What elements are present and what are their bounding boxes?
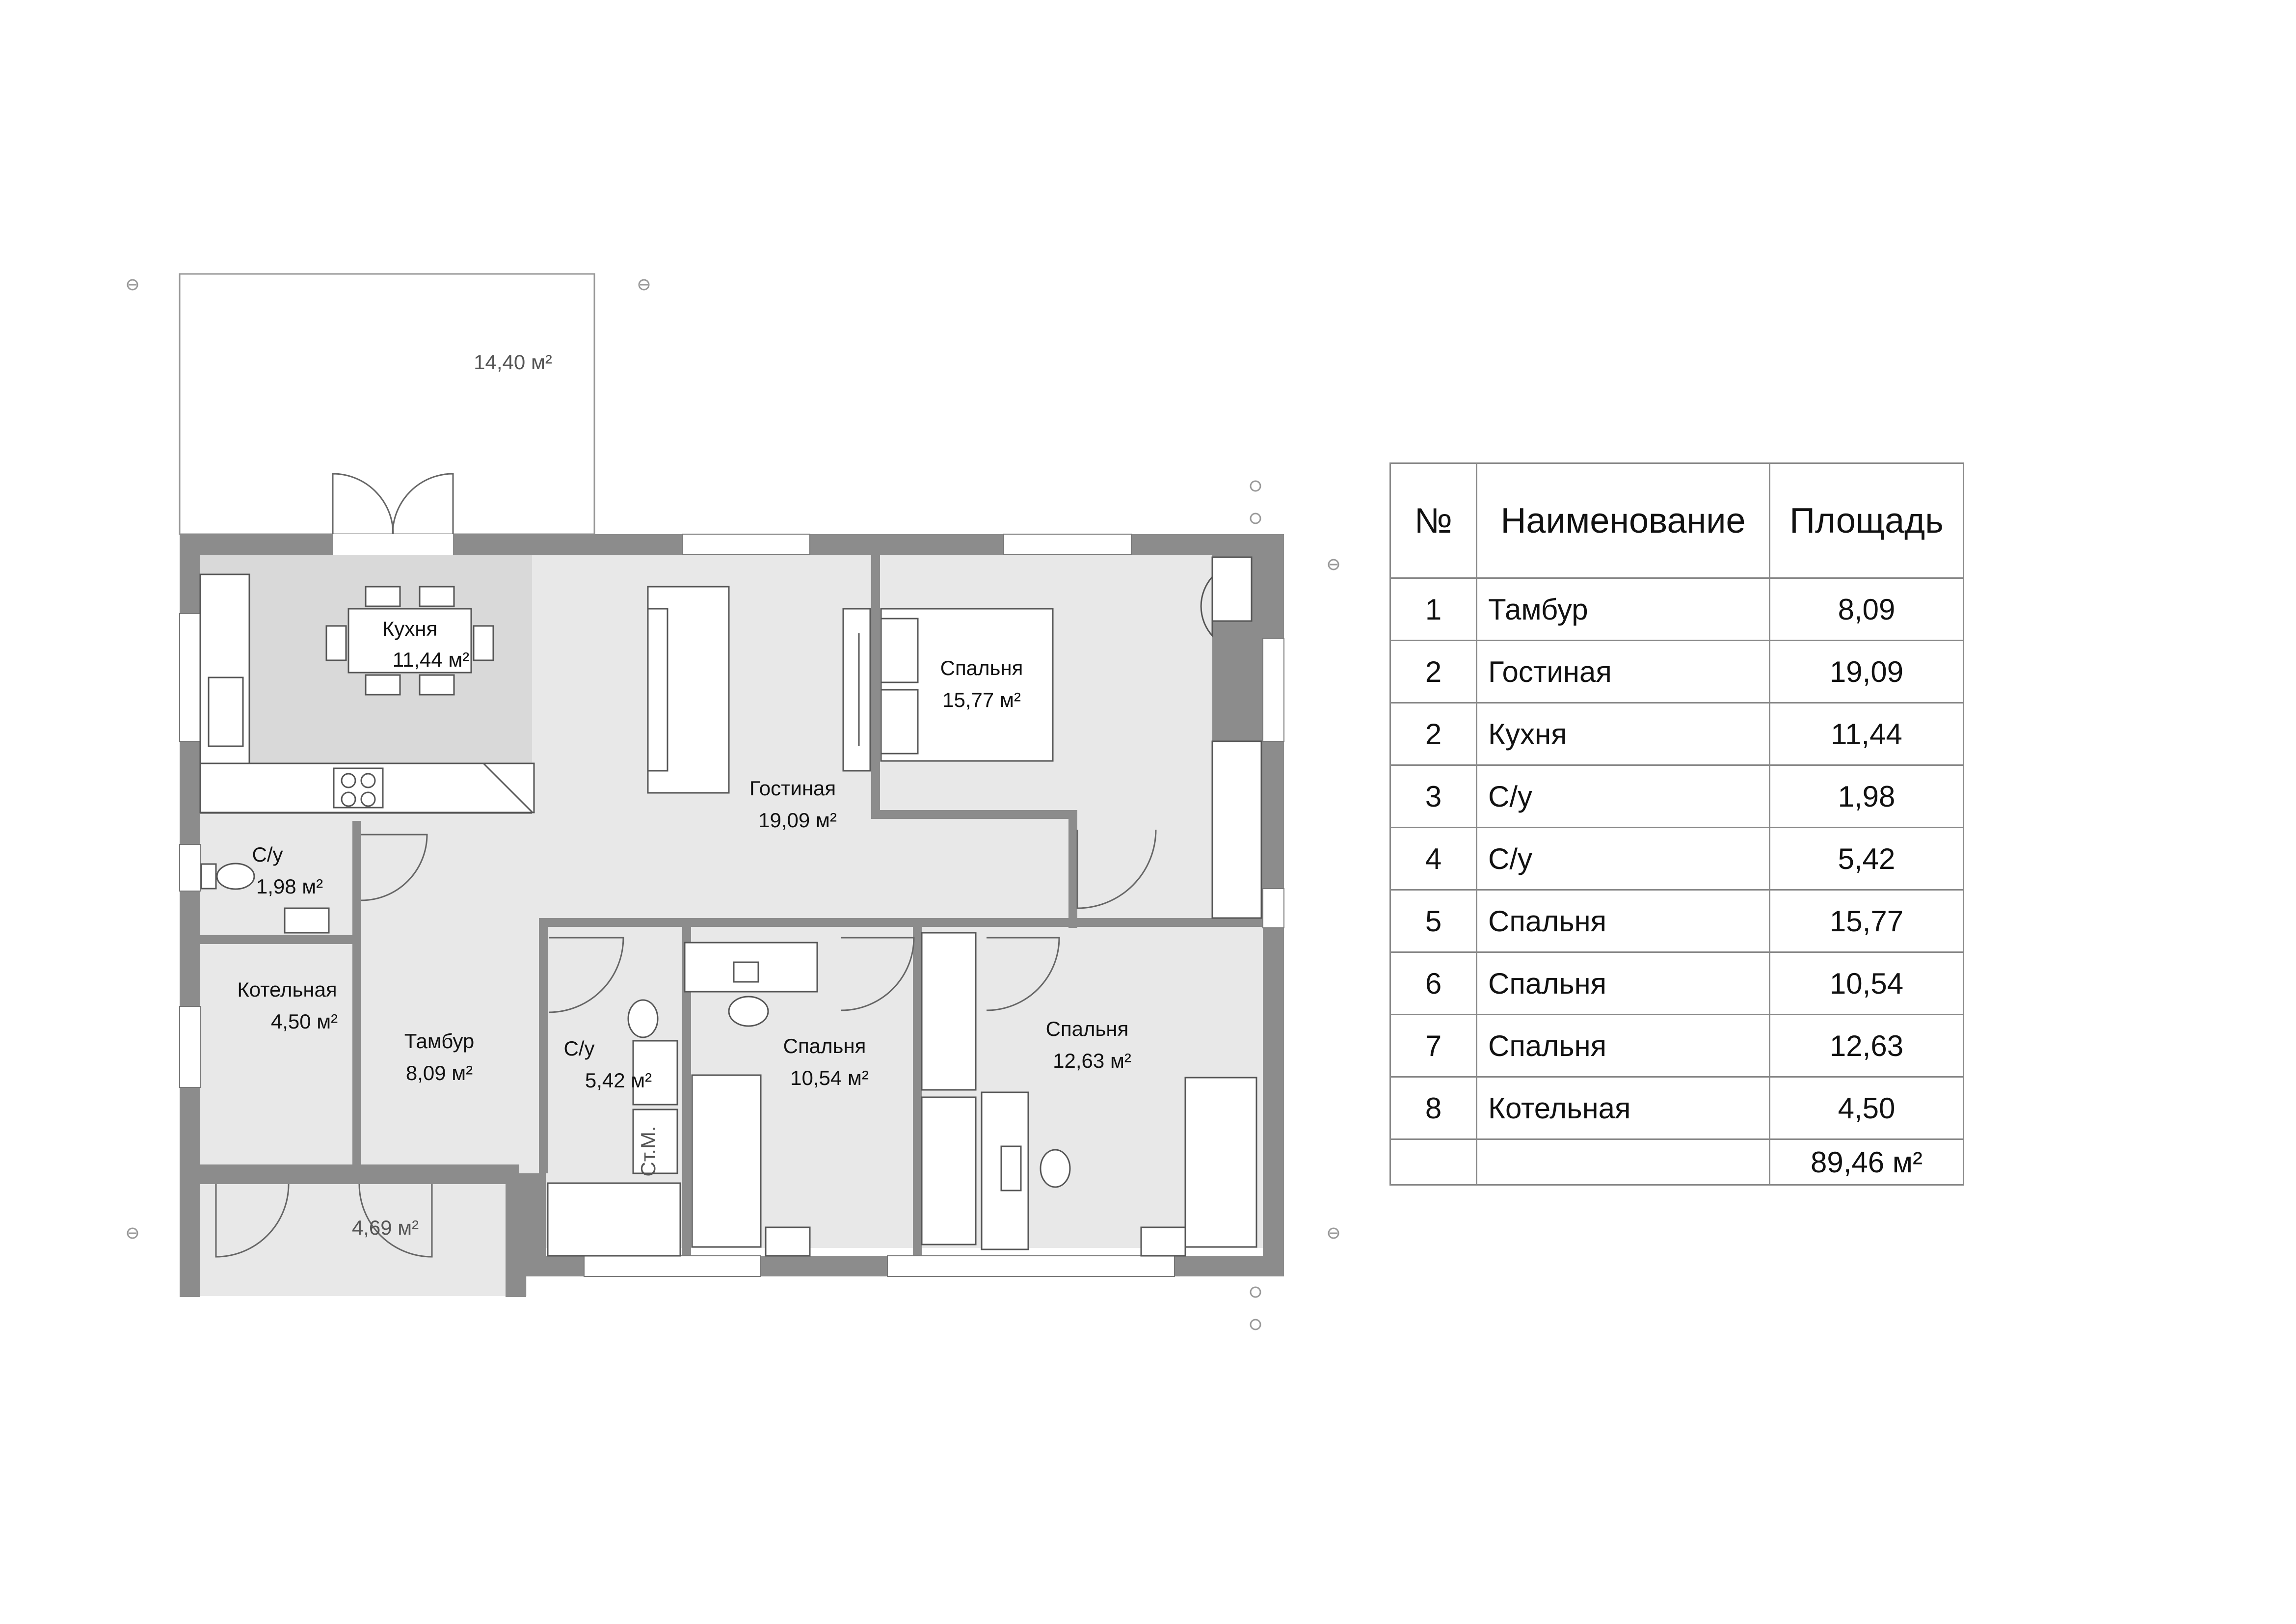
- large-wc-fixtures: Ст.М.: [547, 999, 681, 1257]
- table-row: 3 С/у 1,98: [1389, 764, 1964, 828]
- row-name: Котельная: [1476, 1076, 1770, 1140]
- row-area: 19,09: [1769, 640, 1964, 704]
- single-bed: [1184, 1077, 1257, 1248]
- total-empty-name: [1476, 1138, 1770, 1186]
- double-bed: [880, 608, 1054, 762]
- right-bedroom-area: 12,63 м²: [1053, 1049, 1131, 1072]
- living-furniture: [647, 586, 871, 794]
- row-name: Тамбур: [1476, 577, 1770, 641]
- master-bedroom-area: 15,77 м²: [942, 688, 1021, 711]
- row-name: Спальня: [1476, 889, 1770, 953]
- table-row: 5 Спальня 15,77: [1389, 889, 1964, 953]
- kitchen-furniture: [199, 573, 535, 813]
- right-bedroom-name: Спальня: [1046, 1017, 1129, 1040]
- small-wc-area: 1,98 м²: [256, 875, 323, 898]
- porch-floor: [200, 1183, 527, 1296]
- table-row: 4 С/у 5,42: [1389, 827, 1964, 891]
- single-bed: [691, 1074, 762, 1248]
- row-area: 11,44: [1769, 702, 1964, 766]
- row-num: 1: [1389, 577, 1477, 641]
- kitchen-name: Кухня: [382, 617, 437, 640]
- mid-bedroom-furniture: [684, 942, 818, 1257]
- terrace-area: 14,40 м²: [474, 351, 552, 374]
- table-row: 2 Гостиная 19,09: [1389, 640, 1964, 704]
- table-row: 2 Кухня 11,44: [1389, 702, 1964, 766]
- vestibule-name: Тамбур: [404, 1029, 475, 1053]
- mid-bedroom-area: 10,54 м²: [790, 1066, 869, 1089]
- row-num: 2: [1389, 702, 1477, 766]
- doors: [215, 473, 1157, 1258]
- row-name: С/у: [1476, 827, 1770, 891]
- row-name: С/у: [1476, 764, 1770, 828]
- small-wc-fixtures: [200, 863, 330, 934]
- vestibule-area: 8,09 м²: [406, 1061, 473, 1084]
- dining-table: [347, 608, 472, 674]
- master-bedroom-furniture: [880, 556, 1262, 919]
- table-row: 1 Тамбур 8,09: [1389, 577, 1964, 641]
- washer-label: Ст.М.: [637, 1126, 660, 1176]
- table-row: 7 Спальня 12,63: [1389, 1014, 1964, 1078]
- large-wc-name: С/у: [564, 1037, 595, 1060]
- header-area: Площадь: [1769, 462, 1964, 579]
- boiler-area: 4,50 м²: [271, 1010, 338, 1033]
- large-wc-area: 5,42 м²: [585, 1069, 652, 1092]
- right-bedroom-furniture: [921, 932, 1257, 1257]
- row-name: Кухня: [1476, 702, 1770, 766]
- terrace: [179, 273, 595, 535]
- area-table: № Наименование Площадь 1 Тамбур 8,09 2 Г…: [1389, 462, 1964, 1186]
- row-num: 4: [1389, 827, 1477, 891]
- total-empty-num: [1389, 1138, 1477, 1186]
- living-name: Гостиная: [749, 777, 836, 800]
- total-area: 89,46 м²: [1769, 1138, 1964, 1186]
- porch-area: 4,69 м²: [352, 1216, 419, 1239]
- row-area: 1,98: [1769, 764, 1964, 828]
- header-num: №: [1389, 462, 1477, 579]
- row-area: 8,09: [1769, 577, 1964, 641]
- row-num: 3: [1389, 764, 1477, 828]
- table-header-row: № Наименование Площадь: [1389, 462, 1964, 579]
- room-labels: 14,40 м² Кухня 11,44 м² Гостиная 19,09 м…: [237, 351, 1131, 1239]
- row-area: 10,54: [1769, 951, 1964, 1015]
- master-bedroom-name: Спальня: [940, 656, 1023, 679]
- table-total-row: 89,46 м²: [1389, 1138, 1964, 1186]
- row-num: 8: [1389, 1076, 1477, 1140]
- row-name: Гостиная: [1476, 640, 1770, 704]
- row-area: 15,77: [1769, 889, 1964, 953]
- small-wc-name: С/у: [252, 843, 283, 866]
- row-area: 12,63: [1769, 1014, 1964, 1078]
- kitchen-area: 11,44 м²: [393, 648, 470, 671]
- mid-bedroom-name: Спальня: [783, 1034, 866, 1057]
- boiler-name: Котельная: [237, 978, 337, 1001]
- row-num: 7: [1389, 1014, 1477, 1078]
- table-row: 8 Котельная 4,50: [1389, 1076, 1964, 1140]
- header-name: Наименование: [1476, 462, 1770, 579]
- row-num: 6: [1389, 951, 1477, 1015]
- table-row: 6 Спальня 10,54: [1389, 951, 1964, 1015]
- windows: [179, 534, 1284, 1277]
- row-name: Спальня: [1476, 951, 1770, 1015]
- row-num: 2: [1389, 640, 1477, 704]
- row-name: Спальня: [1476, 1014, 1770, 1078]
- row-area: 5,42: [1769, 827, 1964, 891]
- row-num: 5: [1389, 889, 1477, 953]
- row-area: 4,50: [1769, 1076, 1964, 1140]
- sofa: [647, 586, 730, 794]
- living-area: 19,09 м²: [758, 809, 837, 832]
- tv-stand: [842, 608, 871, 772]
